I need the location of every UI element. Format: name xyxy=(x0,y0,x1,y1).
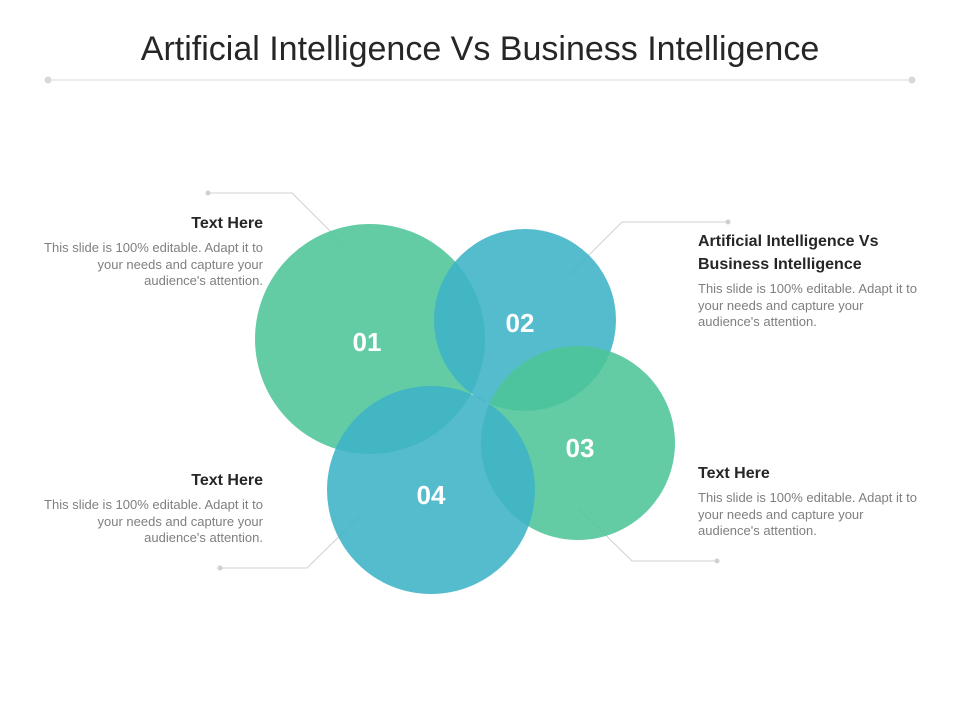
text-block-body: This slide is 100% editable. Adapt it to… xyxy=(44,497,263,545)
text-block-body: This slide is 100% editable. Adapt it to… xyxy=(698,490,917,538)
circle-number-01: 01 xyxy=(353,327,382,357)
circle-04 xyxy=(327,386,535,594)
text-block-body: This slide is 100% editable. Adapt it to… xyxy=(698,281,917,329)
circle-number-04: 04 xyxy=(417,480,446,510)
circle-number-03: 03 xyxy=(566,433,595,463)
text-block-heading: Text Here xyxy=(698,465,770,482)
text-block-03: Text Here This slide is 100% editable. A… xyxy=(698,462,923,540)
text-block-heading: Artificial Intelligence Vs Business Inte… xyxy=(698,233,879,273)
text-block-04: Text Here This slide is 100% editable. A… xyxy=(38,469,263,547)
title-rule xyxy=(44,76,916,84)
page-title: Artificial Intelligence Vs Business Inte… xyxy=(140,30,820,68)
text-block-heading: Text Here xyxy=(191,215,263,232)
text-block-body: This slide is 100% editable. Adapt it to… xyxy=(44,240,263,288)
text-block-01: Text Here This slide is 100% editable. A… xyxy=(38,212,263,290)
text-block-02: Artificial Intelligence Vs Business Inte… xyxy=(698,230,923,331)
circle-number-02: 02 xyxy=(506,308,535,338)
text-block-heading: Text Here xyxy=(191,472,263,489)
connector-01 xyxy=(205,190,346,247)
